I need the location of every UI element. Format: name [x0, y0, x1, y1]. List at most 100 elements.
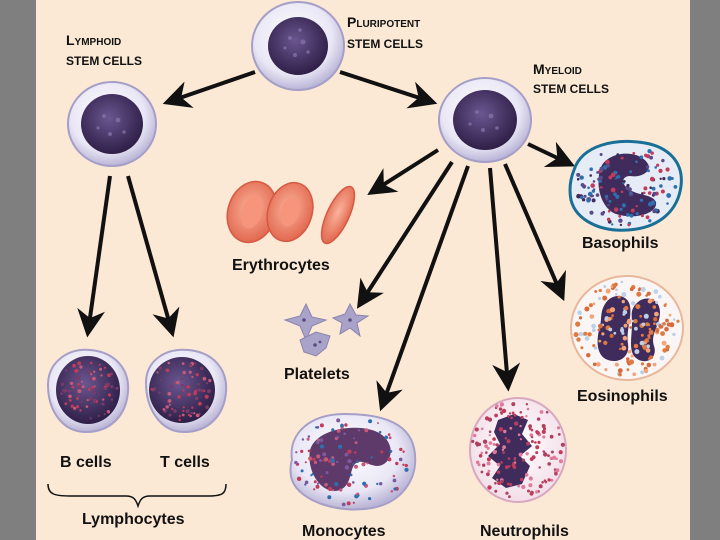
granule-dot	[366, 462, 369, 465]
lymphoid-label-line2: stem cells	[66, 54, 142, 68]
granule-dot	[621, 292, 627, 297]
granule-dot	[587, 332, 592, 337]
granule-dot	[536, 417, 541, 421]
t-cells-label: T cells	[160, 454, 210, 471]
granule-dot	[619, 207, 623, 211]
granule-dot	[325, 471, 329, 475]
granule-dot	[669, 322, 675, 328]
granule-dot	[494, 413, 498, 418]
granule-dot	[354, 441, 358, 445]
granule-dot	[592, 362, 597, 367]
granule-dot	[598, 323, 603, 329]
granule-dot	[654, 311, 659, 317]
granule-dot	[620, 156, 624, 160]
eosinophils-label: Eosinophils	[577, 388, 668, 405]
granule-dot	[352, 481, 355, 484]
granule-dot	[640, 287, 646, 292]
granule-dot	[502, 451, 505, 454]
granule-dot	[528, 476, 533, 481]
granule-dot	[486, 461, 491, 466]
granule-dot	[541, 424, 546, 428]
arrow-myeloid-to-erythrocytes	[367, 148, 440, 196]
granule-dot	[650, 200, 655, 205]
granule-dot	[623, 323, 628, 328]
granule-dot	[198, 401, 202, 406]
granule-dot	[500, 479, 504, 484]
granule-dot	[643, 313, 649, 319]
granule-dot	[547, 454, 550, 457]
granule-dot	[591, 328, 596, 333]
granule-dot	[590, 195, 593, 198]
granule-dot	[639, 340, 645, 346]
granule-dot	[526, 407, 530, 411]
granule-dot	[393, 487, 397, 491]
granule-dot	[589, 210, 594, 215]
granule-dot	[560, 442, 566, 447]
granule-dot	[190, 411, 193, 415]
monocytes-label: Monocytes	[302, 523, 386, 540]
granule-dot	[630, 208, 635, 213]
granule-dot	[357, 494, 360, 497]
granule-dot	[626, 357, 630, 361]
granule-dot	[498, 407, 503, 411]
granule-dot	[341, 502, 346, 507]
granule-dot	[507, 457, 511, 460]
granule-dot	[538, 466, 541, 469]
granule-dot	[193, 362, 196, 365]
arrow-myeloid-to-neutrophils	[488, 167, 521, 392]
granule-dot	[80, 380, 83, 383]
granule-dot	[634, 349, 640, 355]
granule-dot	[168, 413, 172, 417]
granule-dot	[475, 460, 480, 465]
granule-dot	[495, 404, 499, 408]
granule-dot	[624, 305, 629, 311]
granule-dot	[300, 469, 304, 473]
granule-dot	[665, 318, 669, 323]
granule-dot	[181, 377, 184, 381]
granule-dot	[158, 366, 163, 370]
granule-dot	[77, 361, 82, 366]
granule-dot	[621, 203, 627, 208]
granule-dot	[544, 480, 548, 484]
granule-dot	[191, 406, 194, 409]
granule-dot	[550, 450, 554, 454]
granule-dot	[62, 389, 65, 392]
granule-dot	[87, 388, 91, 391]
granule-dot	[347, 449, 352, 454]
granule-dot	[599, 166, 604, 171]
granule-dot	[525, 403, 529, 406]
lymphocytes-label: Lymphocytes	[82, 511, 185, 528]
granule-dot	[156, 371, 159, 374]
granule-dot	[623, 212, 627, 215]
granule-dot	[312, 457, 316, 462]
granule-dot	[543, 452, 548, 457]
granule-dot	[603, 285, 607, 288]
granule-dot	[304, 483, 307, 486]
granule-dot	[110, 398, 113, 401]
granule-dot	[93, 385, 96, 388]
granule-dot	[576, 177, 580, 181]
granule-dot	[404, 467, 409, 472]
granule-dot	[652, 209, 657, 214]
granule-dot	[627, 349, 632, 354]
granule-dot	[356, 460, 359, 464]
granule-dot	[622, 335, 628, 341]
granule-dot	[349, 473, 353, 477]
granule-dot	[171, 407, 174, 411]
t-cell-illustration	[144, 348, 228, 434]
granule-dot	[392, 478, 397, 483]
granule-dot	[330, 458, 335, 463]
granule-dot	[323, 457, 329, 462]
granule-dot	[578, 332, 583, 336]
granule-dot	[150, 388, 153, 391]
arrow-lymphoid-to-tcell	[126, 175, 180, 338]
granule-dot	[300, 449, 304, 453]
granule-dot	[653, 289, 659, 294]
granule-dot	[508, 495, 511, 499]
granule-dot	[504, 437, 508, 440]
granule-dot	[81, 385, 85, 389]
granule-dot	[376, 482, 379, 486]
granule-dot	[503, 429, 507, 434]
granule-dot	[525, 415, 528, 418]
